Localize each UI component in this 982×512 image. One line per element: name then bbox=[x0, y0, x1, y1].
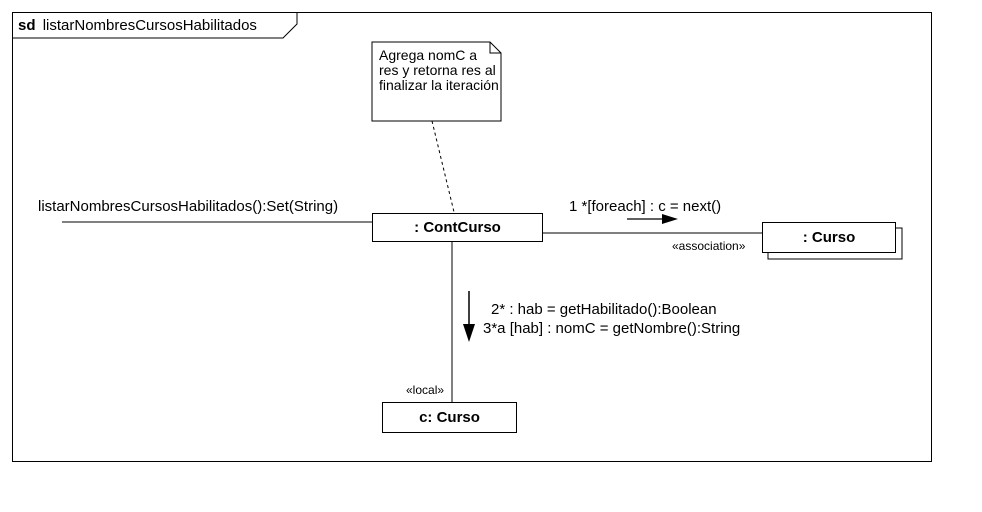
get-habilitado-message-label: 2* : hab = getHabilitado():Boolean bbox=[491, 301, 717, 318]
frame-tab-outline bbox=[13, 13, 298, 39]
frame-name: listarNombresCursosHabilitados bbox=[42, 17, 257, 34]
note-text: Agrega nomC a res y retorna res al final… bbox=[379, 47, 499, 93]
lifeline-cont-curso-label: : ContCurso bbox=[414, 219, 501, 236]
foreach-arrow-head bbox=[662, 214, 678, 224]
local-stereotype: «local» bbox=[406, 383, 445, 397]
entry-message-label: listarNombresCursosHabilitados():Set(Str… bbox=[38, 198, 339, 215]
diagram-frame bbox=[12, 12, 932, 462]
note-outline bbox=[371, 41, 502, 122]
lifeline-curso-collection-label: : Curso bbox=[802, 229, 856, 246]
foreach-message-label: 1 *[foreach] : c = next() bbox=[569, 198, 722, 215]
vertical-arrow-head bbox=[463, 324, 475, 342]
note-fold bbox=[489, 42, 501, 54]
lifeline-curso-collection[interactable]: : Curso bbox=[762, 222, 896, 253]
lifeline-cont-curso[interactable]: : ContCurso bbox=[372, 213, 543, 242]
frame-keyword: sd bbox=[18, 17, 36, 34]
note: Agrega nomC a res y retorna res al final… bbox=[372, 42, 501, 121]
note-anchor-line bbox=[431, 120, 455, 213]
lifeline-c-curso-label: c: Curso bbox=[419, 409, 480, 426]
lifeline-c-curso[interactable]: c: Curso bbox=[382, 402, 517, 433]
get-nombre-message-label: 3*a [hab] : nomC = getNombre():String bbox=[483, 320, 741, 337]
frame-title: sd listarNombresCursosHabilitados bbox=[18, 17, 257, 34]
association-stereotype: «association» bbox=[672, 239, 746, 253]
